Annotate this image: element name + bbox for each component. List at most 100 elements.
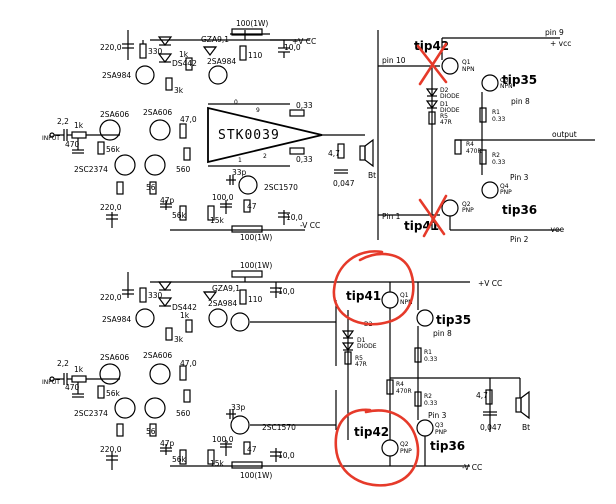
b-r5-label: R5 [355,355,363,362]
q2sa606a-label: 2SA606 [100,110,129,119]
vcc-plus-label: +V CC [292,37,316,46]
b-q1t-label: NPN [400,299,413,306]
b-r1-label: R1 [424,349,432,356]
tip36-top-label: tip36 [502,203,537,217]
b-c10-bot-label: 10,0 [278,451,295,460]
b-r2-label: R2 [424,393,432,400]
ds442-label: DS442 [172,59,197,68]
r4v-label: 470R [466,148,482,155]
r033b-label: 0,33 [296,155,313,164]
q1t-label: NPN [462,66,475,73]
b-gza-label: GZA9,1 [212,284,240,293]
b-tip42-label: tip42 [354,425,389,439]
pin1-right-label: Pin 1 [382,212,401,221]
r4-label: R4 [466,141,474,148]
cross-mark-bottom [418,194,448,238]
pin10-label: pin 10 [382,56,406,65]
b-ds442-label: DS442 [172,303,197,312]
b-pin8-label: pin 8 [433,329,452,338]
tip42-top-label: tip42 [414,39,449,53]
r1k-label: 1k [179,50,189,59]
b-r47b-label: 47 [247,445,257,454]
b-q2sc1570-label: 2SC1570 [262,423,296,432]
r1v-label: 0.33 [492,116,506,123]
b-d1-label: D1 [357,337,366,344]
d1t-label: DIODE [440,107,460,114]
q4t-label: PNP [500,189,512,196]
r56k2-label: 56k [172,211,187,220]
b-tip35-label: tip35 [436,313,471,327]
top-right-schematic: pin 9 + vcc pin 10 Q1 NPN Q3 NPN pin 8 D… [377,28,595,244]
pin2-label: 2 [263,153,267,160]
r47b-label: 47 [247,202,257,211]
q1-label: Q1 [462,59,471,66]
b-q2sa984a-label: 2SA984 [102,315,131,324]
b-input-cap-label: 2,2 [57,359,69,368]
r033a-label: 0,33 [296,101,313,110]
b-r3k-label: 3k [174,335,184,344]
b-vcc-minus-label: -V CC [462,463,482,472]
b-r1v-label: 0.33 [424,356,438,363]
b-q2-label: Q2 [400,441,409,448]
b-c33p-label: 33p [231,403,246,412]
c220-top-label: 220,0 [100,43,122,52]
b-input-label: INPUT [42,379,60,386]
pin2-right-label: Pin 2 [510,235,529,244]
b-r56-label: 56 [146,427,156,436]
q2-label: Q2 [462,201,471,208]
pin8-label: pin 8 [511,97,530,106]
b-q2sa606a-label: 2SA606 [100,353,129,362]
b-r56k-label: 56k [106,389,121,398]
r110-label: 110 [248,51,263,60]
b-q2t-label: PNP [400,448,412,455]
q2sa984a-label: 2SA984 [102,71,131,80]
b-spk-label: Bt [522,423,530,432]
q2sc1570-label: 2SC1570 [264,183,298,192]
b-q2sa984b-label: 2SA984 [208,299,237,308]
q2sc2374-label: 2SC2374 [74,165,108,174]
b-r100w-bot-label: 100(1W) [240,471,272,480]
b-q3-label: Q3 [435,422,444,429]
spk-label: Bt [368,171,376,180]
r2-label: R2 [492,152,500,159]
r47c-label: 4,7 [328,149,340,158]
b-pin3-label: Pin 3 [428,411,447,420]
d1-label: D1 [440,101,449,108]
r56k-label: 56k [106,145,121,154]
q3t-label: NPN [500,83,513,90]
cross-mark-top [416,42,448,86]
highlight-circle-top [332,250,415,326]
input-label: INPUT [42,135,60,142]
b-r56k2-label: 56k [172,455,187,464]
c047-label: 0,047 [333,179,355,188]
pin9-label: 9 [256,107,260,114]
c100-label: 100,0 [212,193,234,202]
b-d1t-label: DIODE [357,343,377,350]
b-r110-label: 110 [248,295,263,304]
b-r47-label: 47,0 [180,359,197,368]
r5v-label: 47R [440,119,452,126]
q2sa606b-label: 2SA606 [143,108,172,117]
input-cap-label: 2,2 [57,117,69,126]
highlight-circle-bottom [334,408,420,487]
b-r1k-label: 1k [180,311,190,320]
r5-label: R5 [440,113,448,120]
c10-top-label: 10,0 [284,43,301,52]
gza-label: GZA9,1 [201,35,229,44]
q3-label: Q3 [500,77,509,84]
b-c220-bot-label: 220,0 [100,445,122,454]
vcc-minus-label: -V CC [300,221,320,230]
b-q3t-label: PNP [435,429,447,436]
tip35-top-label: tip35 [502,73,537,87]
pin9-right-label: pin 9 [545,28,564,37]
d2-label: D2 [440,87,449,94]
b-c100-label: 100,0 [212,435,234,444]
c10-bot-label: 10,0 [286,213,303,222]
b-r15k-label: 15k [210,459,225,468]
r560-label: 560 [176,165,191,174]
pin0-label: 0 [234,99,238,106]
pin1-label: 1 [238,157,242,164]
output-label: output [552,130,577,139]
b-c047-label: 0,047 [480,423,502,432]
